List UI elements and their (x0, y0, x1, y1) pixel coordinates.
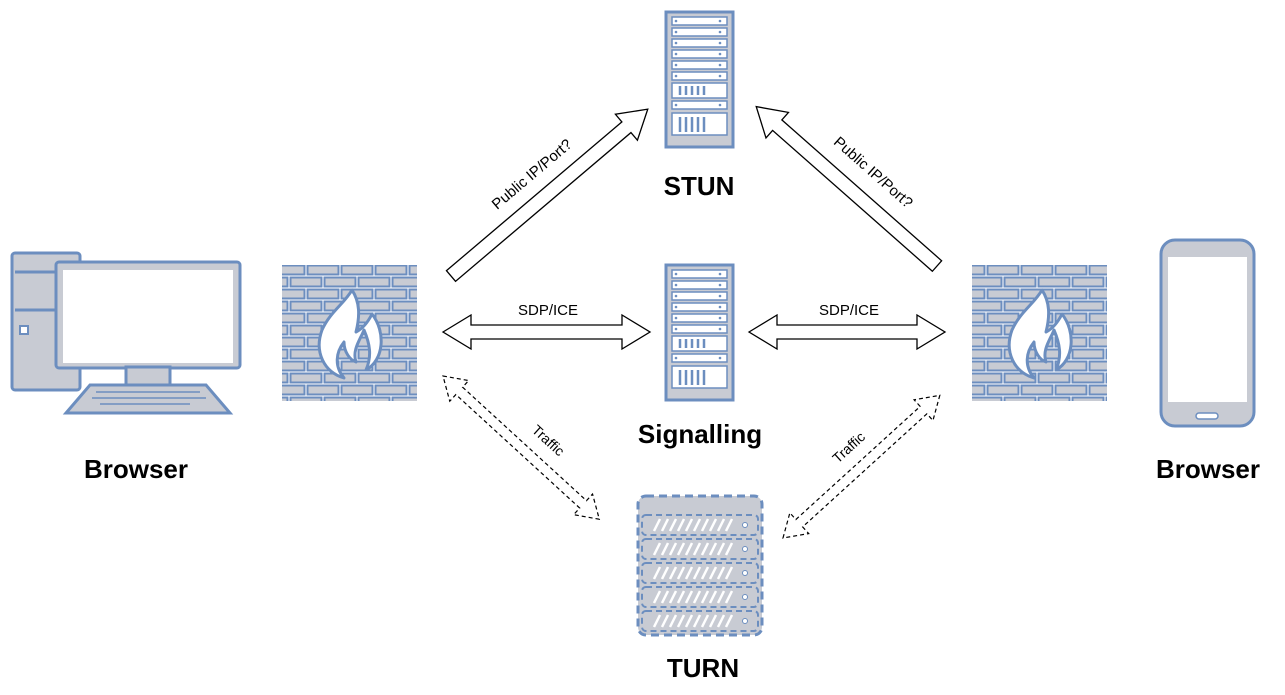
turn-label: TURN (667, 653, 739, 683)
signal-right-arrow-label: SDP/ICE (819, 302, 879, 319)
signal-right-arrow (747, 313, 947, 351)
turn-left-arrow (442, 375, 601, 520)
firewall-icon (282, 265, 417, 401)
turn-server-icon (636, 494, 764, 637)
stun-server-icon (664, 10, 735, 149)
firewall-icon (972, 265, 1107, 401)
signalling-server-icon (664, 263, 735, 402)
stun-label: STUN (664, 171, 735, 201)
smartphone-icon (1159, 238, 1256, 428)
stun-right-arrow (755, 105, 943, 273)
desktop-computer-icon (10, 251, 242, 415)
browser-right-label: Browser (1156, 454, 1260, 484)
signalling-label: Signalling (638, 419, 762, 449)
stun-left-arrow (445, 108, 649, 283)
browser-left-label: Browser (84, 454, 188, 484)
signal-left-arrow (441, 313, 652, 351)
turn-right-arrow (782, 394, 941, 539)
signal-left-arrow-label: SDP/ICE (518, 302, 578, 319)
